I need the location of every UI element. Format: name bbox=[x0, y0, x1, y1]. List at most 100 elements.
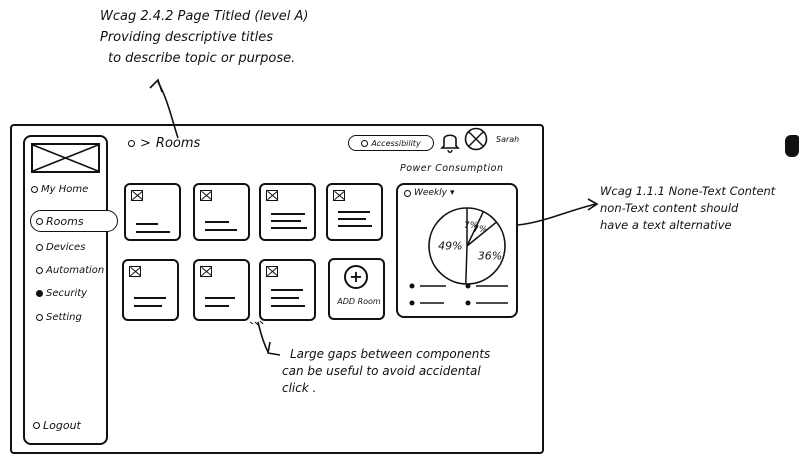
annotation-line: click . bbox=[282, 381, 317, 395]
card-line bbox=[338, 218, 366, 220]
add-room-label: ADD Room bbox=[337, 297, 381, 306]
accessibility-label: Accessibility bbox=[371, 138, 421, 148]
room-card[interactable] bbox=[193, 183, 250, 241]
image-placeholder-icon bbox=[200, 190, 212, 201]
annotation-line: have a text alternative bbox=[600, 218, 732, 232]
image-placeholder-icon bbox=[333, 190, 345, 201]
card-line bbox=[134, 297, 166, 299]
sidebar-item-label: Setting bbox=[46, 312, 82, 323]
sidebar bbox=[23, 135, 108, 445]
pie-slice-label: 49% bbox=[438, 240, 462, 253]
sidebar-item-label: Rooms bbox=[46, 214, 84, 228]
annotation-line: Wcag 1.1.1 None-Text Content bbox=[600, 184, 776, 198]
pie-slice-edge bbox=[465, 245, 468, 285]
sidebar-item-setting[interactable]: Setting bbox=[36, 312, 82, 323]
avatar-icon[interactable] bbox=[464, 127, 488, 151]
period-label: Weekly bbox=[414, 188, 448, 198]
annotation-line: Providing descriptive titles bbox=[100, 30, 274, 45]
card-line bbox=[271, 297, 299, 299]
card-line bbox=[338, 225, 372, 227]
edge-mark bbox=[785, 135, 799, 157]
image-placeholder-icon bbox=[33, 145, 98, 171]
period-dropdown[interactable]: Weekly ▾ bbox=[404, 188, 455, 198]
pie-slice-label: 36% bbox=[478, 249, 502, 262]
add-room-button[interactable]: + ADD Room bbox=[328, 258, 385, 320]
room-card[interactable] bbox=[193, 259, 250, 321]
card-line bbox=[205, 229, 237, 231]
pie-slice-edge bbox=[466, 211, 485, 247]
image-placeholder-icon bbox=[131, 190, 143, 201]
arrow-head bbox=[267, 341, 281, 356]
logout-label: Logout bbox=[43, 419, 81, 432]
page-title: Rooms bbox=[155, 136, 201, 151]
pie-slice-label: 7% bbox=[473, 225, 487, 235]
logo-placeholder bbox=[31, 143, 100, 173]
card-line bbox=[271, 220, 301, 222]
card-line bbox=[271, 305, 305, 307]
radio-dot-icon bbox=[36, 244, 43, 251]
radio-dot-icon bbox=[36, 217, 43, 225]
room-card[interactable] bbox=[124, 183, 181, 241]
radio-dot-icon bbox=[404, 189, 411, 197]
annotation-line: Wcag 2.4.2 Page Titled (level A) bbox=[100, 9, 309, 24]
room-card[interactable] bbox=[122, 259, 179, 321]
image-placeholder-icon bbox=[266, 190, 278, 201]
annotation-line: non-Text content should bbox=[600, 201, 739, 215]
dropdown-icon: ▾ bbox=[450, 188, 455, 198]
annotation-page-title: Wcag 2.4.2 Page Titled (level A) Providi… bbox=[100, 6, 308, 69]
annotation-line: can be useful to avoid accidental bbox=[282, 364, 481, 378]
radio-dot-icon bbox=[31, 186, 38, 193]
radio-dot-icon bbox=[36, 314, 43, 321]
annotation-large-gaps: Large gaps between components can be use… bbox=[282, 346, 491, 397]
image-placeholder-icon bbox=[129, 266, 141, 277]
home-icon[interactable] bbox=[128, 140, 135, 147]
legend-dot bbox=[409, 300, 415, 306]
room-card[interactable] bbox=[326, 183, 383, 241]
accessibility-icon bbox=[361, 139, 369, 147]
logout-button[interactable]: Logout bbox=[33, 419, 81, 432]
card-line bbox=[205, 305, 229, 307]
card-line bbox=[136, 223, 158, 225]
power-consumption-title: Power Consumption bbox=[400, 163, 504, 174]
card-line bbox=[271, 289, 303, 291]
image-placeholder-icon bbox=[200, 266, 212, 277]
card-line bbox=[205, 297, 235, 299]
gap-marker bbox=[249, 320, 264, 326]
card-line bbox=[134, 305, 162, 307]
image-placeholder-icon bbox=[266, 266, 278, 277]
room-card[interactable] bbox=[259, 183, 316, 241]
annotation-line: to describe topic or purpose. bbox=[108, 51, 296, 66]
arrow-head bbox=[149, 78, 163, 93]
card-line bbox=[271, 227, 307, 229]
legend-dot bbox=[465, 283, 471, 289]
accessibility-button[interactable]: Accessibility bbox=[348, 135, 434, 151]
power-consumption-panel bbox=[396, 183, 518, 318]
bell-icon[interactable] bbox=[440, 130, 460, 154]
room-card[interactable] bbox=[259, 259, 316, 321]
sidebar-item-rooms[interactable]: Rooms bbox=[30, 210, 118, 232]
power-pie-chart: 49% 36% 7%7% bbox=[428, 207, 506, 285]
sidebar-item-automation[interactable]: Automation bbox=[36, 265, 104, 276]
user-name: Sarah bbox=[496, 135, 520, 144]
breadcrumb-separator: > bbox=[140, 136, 151, 151]
legend-dot bbox=[409, 283, 415, 289]
sidebar-item-label: My Home bbox=[41, 184, 89, 195]
sidebar-item-label: Automation bbox=[46, 265, 105, 276]
pie-slice-label: 7% bbox=[464, 221, 478, 231]
card-line bbox=[338, 211, 370, 213]
pie-slice-edge bbox=[466, 221, 497, 247]
breadcrumb: > Rooms bbox=[128, 136, 200, 151]
sidebar-item-label: Devices bbox=[46, 242, 86, 253]
sidebar-item-security[interactable]: Security bbox=[36, 288, 87, 299]
arrow-to-non-text-annotation bbox=[517, 203, 597, 226]
sidebar-item-devices[interactable]: Devices bbox=[36, 242, 85, 253]
annotation-non-text-content: Wcag 1.1.1 None-Text Content non-Text co… bbox=[600, 183, 775, 234]
arrow-to-gaps-annotation bbox=[257, 321, 269, 353]
sidebar-item-my-home[interactable]: My Home bbox=[31, 184, 88, 195]
radio-dot-icon bbox=[36, 267, 43, 274]
annotation-line: Large gaps between components bbox=[290, 347, 491, 361]
app-frame bbox=[10, 124, 544, 454]
radio-dot-icon bbox=[36, 290, 43, 297]
plus-icon: + bbox=[344, 265, 368, 289]
